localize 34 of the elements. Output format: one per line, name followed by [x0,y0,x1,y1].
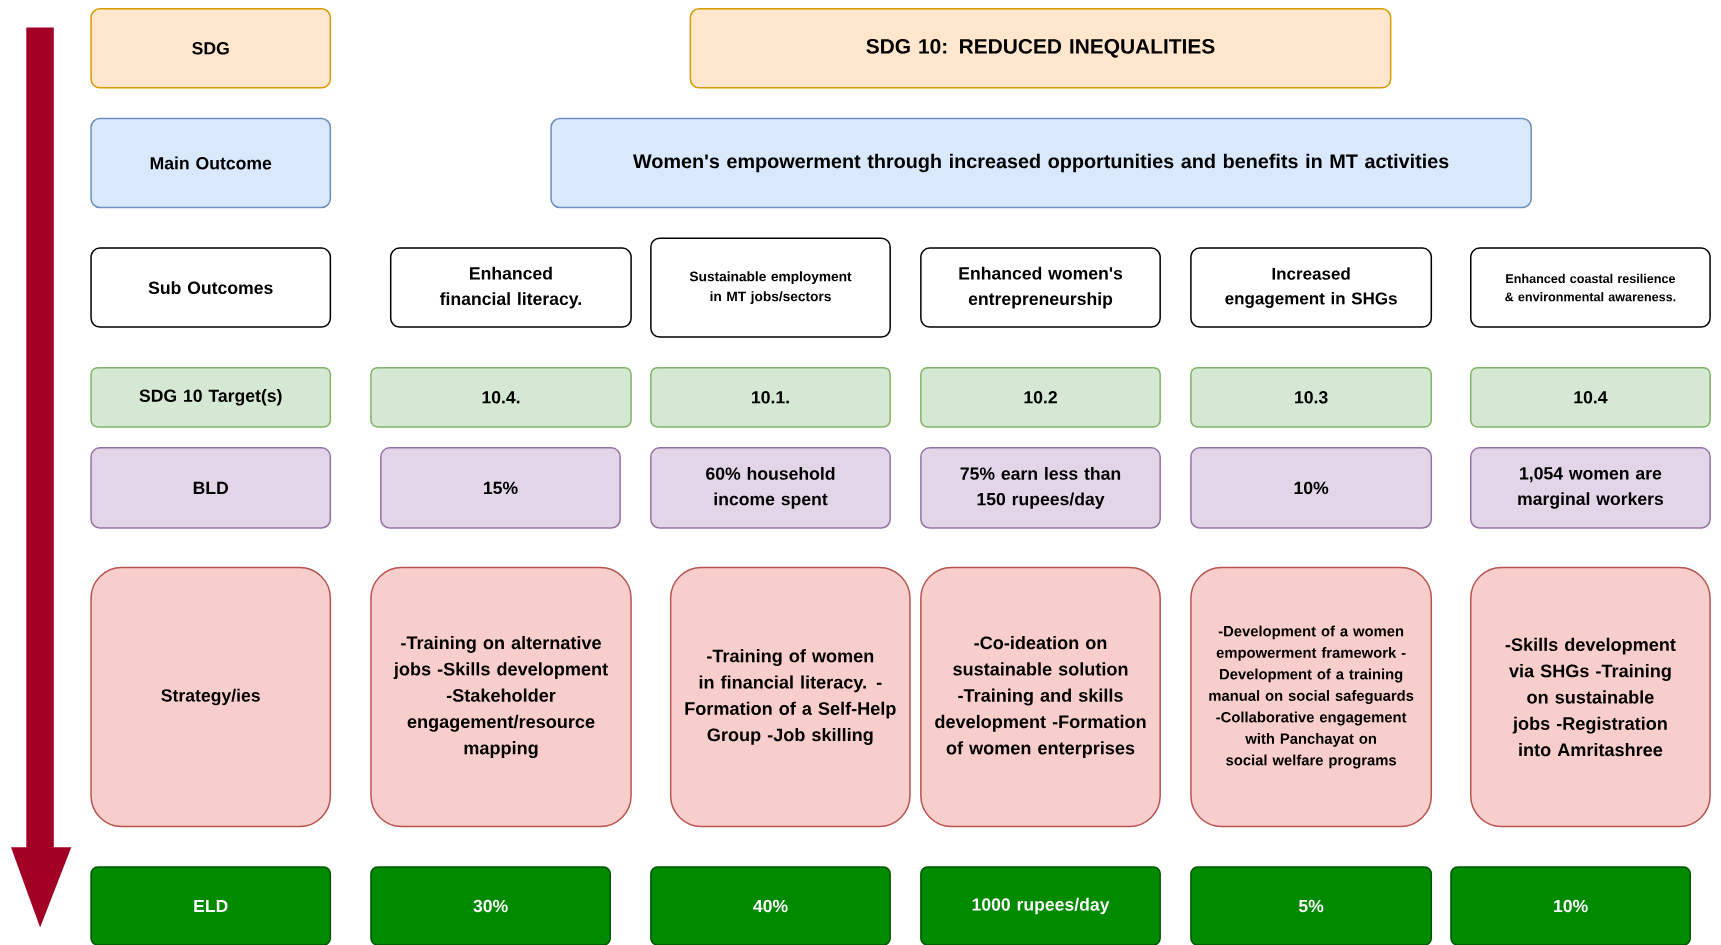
row-header-box: Strategy/ies [90,566,332,828]
target-box: 10.4. [370,366,632,428]
outcome-box: Enhanced women's entrepreneurship [920,247,1161,328]
baseline-box: 75% earn less than 150 rupees/day [920,447,1161,529]
outcome-box: Sustainable employment in MT jobs/sectors [650,237,891,338]
target-box: 10.1. [650,366,891,428]
row-header-box: Main Outcome [90,117,332,209]
title-box: SDG 10: REDUCED INEQUALITIES [689,8,1392,89]
endline-box: 30% [370,866,611,945]
baseline-box: 1,054 women are marginal workers [1470,447,1711,529]
outcome-box: Enhanced coastal resilience & environmental awareness. [1470,247,1711,328]
baseline-box: 60% household income spent [650,447,891,529]
row-header-box: BLD [90,447,332,529]
strategy-box: -Training of women in financial literacy. -Formation of a Self-Help Group -Job skilling [669,566,911,828]
row-header-box: SDG 10 Target(s) [90,366,332,428]
endline-box: 40% [650,866,891,945]
baseline-box: 10% [1190,447,1433,529]
strategy-box: -Training on alternative jobs -Skills development -Stakeholder engagement/resource mapping [370,566,632,828]
outcome-box: Women's empowerment through increased opportunities and benefits in MT activities [550,117,1532,209]
row-header-box: Sub Outcomes [90,247,332,328]
strategy-box: -Co-ideation on sustainable solution -Training and skills development -Formation of women enterprises [920,566,1161,828]
row-header-box: ELD [90,866,332,945]
endline-box: 5% [1190,866,1433,945]
strategy-box: -Skills development via SHGs -Training on sustainable jobs -Registration into Amritashree [1470,566,1711,828]
outcome-box: Enhanced financial literacy. [389,247,632,328]
target-box: 10.4 [1470,366,1711,428]
endline-box: 10% [1450,866,1691,945]
endline-box: 1000 rupees/day [920,866,1161,945]
strategy-box: -Development of a women empowerment framework -Development of a training manual on social safeguards -Collaborative engagement with Panchayat on social welfare programs [1190,566,1433,828]
row-header-box: SDG [90,8,332,89]
target-box: 10.2 [920,366,1161,428]
target-box: 10.3 [1190,366,1433,428]
baseline-box: 15% [380,447,621,529]
outcome-box: Increased engagement in SHGs [1190,247,1433,328]
